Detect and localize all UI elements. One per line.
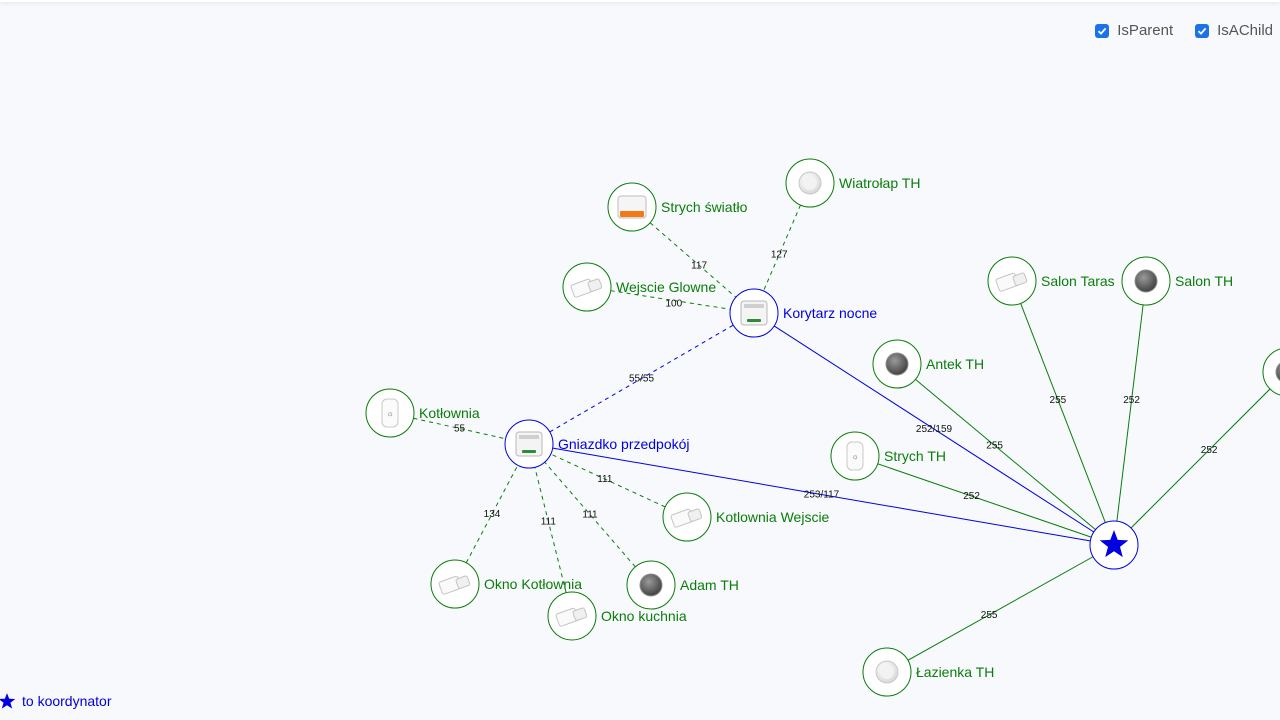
filter-label-isparent: IsParent — [1117, 22, 1174, 39]
round-sensor-icon — [1134, 269, 1158, 293]
node-adam[interactable]: Adam TH — [626, 560, 739, 610]
node-wejscie[interactable]: Wejscie Glowne — [562, 262, 716, 312]
edge-label-adam-gniazdko: 111 — [582, 510, 598, 521]
node-strych_swiatlo[interactable]: Strych światło — [607, 182, 748, 232]
edge-offscreen-coord — [1113, 378, 1280, 546]
node-label-antek: Antek TH — [926, 356, 984, 372]
edge-kotlownia_wejscie-gniazdko — [528, 443, 688, 518]
node-lazienka[interactable]: Łazienka TH — [862, 647, 994, 697]
node-label-strych_th: Strych TH — [884, 448, 946, 464]
edge-adam-gniazdko — [528, 443, 652, 586]
edge-labels-layer: 117 127 100 55/55 252/159 253/117 55 111 134 111 1… — [454, 250, 1218, 621]
node-kotlownia_wejscie[interactable]: Kotlownia Wejscie — [662, 492, 830, 542]
edge-strych_th-coord — [854, 455, 1115, 546]
door-sensor-icon — [438, 575, 471, 595]
edge-salon_th-coord — [1113, 280, 1147, 546]
node-label-kotlownia: Kotłownia — [419, 405, 480, 421]
star-icon — [0, 693, 16, 709]
node-gniazdko[interactable]: Gniazdko przedpokój — [504, 419, 690, 469]
node-okno_kotlownia[interactable]: Okno Kotłownia — [430, 559, 582, 609]
edge-label-offscreen-coord: 252 — [1201, 445, 1218, 456]
node-salon_th[interactable]: Salon TH — [1121, 256, 1233, 306]
node-salon_taras[interactable]: Salon Taras — [987, 256, 1115, 306]
edge-label-wejscie-korytarz: 100 — [666, 298, 683, 309]
edge-salon_taras-coord — [1011, 280, 1115, 546]
edge-label-strych_th-coord: 252 — [963, 491, 980, 502]
smart-switch-icon — [515, 431, 543, 457]
node-label-kotlownia_wejscie: Kotlownia Wejscie — [716, 509, 830, 525]
edge-label-korytarz-coord: 252/159 — [916, 424, 953, 435]
edge-okno_kotlownia-gniazdko — [454, 443, 530, 585]
edge-strych_swiatlo-korytarz — [631, 206, 755, 314]
node-label-salon_taras: Salon Taras — [1041, 273, 1115, 289]
node-label-gniazdko: Gniazdko przedpokój — [558, 436, 690, 452]
edge-label-gniazdko-coord: 253/117 — [804, 490, 840, 501]
door-sensor-icon — [570, 278, 603, 298]
node-strych_th[interactable]: ☼ Strych TH — [830, 431, 946, 481]
edge-label-salon_taras-coord: 255 — [1050, 395, 1067, 406]
edge-label-antek-coord: 255 — [986, 440, 1003, 451]
node-kotlownia[interactable]: ☼ Kotłownia — [365, 388, 480, 438]
th-sensor-icon: ☼ — [381, 398, 399, 428]
edge-label-lazienka-coord: 255 — [981, 610, 998, 621]
node-label-wiatrolap: Wiatrołap TH — [839, 175, 920, 191]
node-label-okno_kuchnia: Okno kuchnia — [601, 608, 687, 624]
legend-label: to koordynator — [22, 693, 112, 709]
filter-isachild[interactable]: IsAChild — [1195, 22, 1273, 39]
edge-label-kotlownia-gniazdko: 55 — [454, 424, 466, 435]
filter-bar: IsParent IsAChild — [1095, 22, 1273, 39]
checkbox-isparent[interactable] — [1095, 23, 1110, 38]
node-label-wejscie: Wejscie Glowne — [616, 279, 716, 295]
edge-gniazdko-korytarz — [528, 312, 755, 445]
node-okno_kuchnia[interactable]: Okno kuchnia — [547, 591, 687, 641]
door-sensor-icon — [995, 272, 1028, 292]
round-sensor-icon — [875, 660, 899, 684]
edge-label-okno_kotlownia-gniazdko: 134 — [484, 509, 501, 520]
edge-label-kotlownia_wejscie-gniazdko: 111 — [597, 474, 613, 485]
th-sensor-icon: ☼ — [846, 441, 864, 471]
relay-module-icon — [617, 195, 647, 219]
node-label-adam: Adam TH — [680, 577, 739, 593]
filter-label-isachild: IsAChild — [1217, 22, 1273, 39]
edge-label-wiatrolap-korytarz: 127 — [771, 250, 788, 261]
round-sensor-icon — [885, 352, 909, 376]
door-sensor-icon — [555, 607, 588, 627]
edge-korytarz-coord — [753, 312, 1115, 546]
node-coord[interactable] — [1089, 520, 1139, 570]
round-sensor-icon — [639, 573, 663, 597]
node-wiatrolap[interactable]: Wiatrołap TH — [785, 158, 920, 208]
door-sensor-icon — [670, 508, 703, 528]
edge-lazienka-coord — [886, 544, 1115, 673]
edges-layer — [389, 182, 1280, 673]
round-sensor-icon — [1275, 362, 1280, 382]
node-antek[interactable]: Antek TH — [872, 339, 984, 389]
checkbox-isachild[interactable] — [1195, 23, 1210, 38]
svg-text:☼: ☼ — [851, 452, 858, 461]
filter-isparent[interactable]: IsParent — [1095, 22, 1173, 39]
check-icon — [1098, 27, 1107, 35]
node-offscreen[interactable] — [1262, 348, 1280, 396]
edge-antek-coord — [896, 363, 1115, 546]
edge-label-okno_kuchnia-gniazdko: 111 — [541, 516, 557, 527]
round-sensor-icon — [798, 171, 822, 195]
node-label-korytarz: Korytarz nocne — [783, 305, 877, 321]
edge-label-salon_th-coord: 252 — [1123, 395, 1140, 406]
svg-text:☼: ☼ — [386, 409, 393, 418]
edge-gniazdko-coord — [528, 443, 1115, 546]
star-icon — [1099, 530, 1129, 558]
edge-label-gniazdko-korytarz: 55/55 — [629, 374, 654, 385]
node-label-strych_swiatlo: Strych światło — [661, 199, 748, 215]
node-label-salon_th: Salon TH — [1175, 273, 1233, 289]
check-icon — [1198, 27, 1207, 35]
top-bar — [0, 0, 1280, 2]
legend: to koordynator — [0, 692, 112, 710]
node-korytarz[interactable]: Korytarz nocne — [729, 288, 877, 338]
edge-label-strych_swiatlo-korytarz: 117 — [691, 260, 707, 271]
edge-okno_kuchnia-gniazdko — [528, 443, 573, 617]
node-label-lazienka: Łazienka TH — [916, 664, 994, 680]
node-label-okno_kotlownia: Okno Kotłownia — [484, 576, 582, 592]
smart-switch-icon — [740, 300, 768, 326]
